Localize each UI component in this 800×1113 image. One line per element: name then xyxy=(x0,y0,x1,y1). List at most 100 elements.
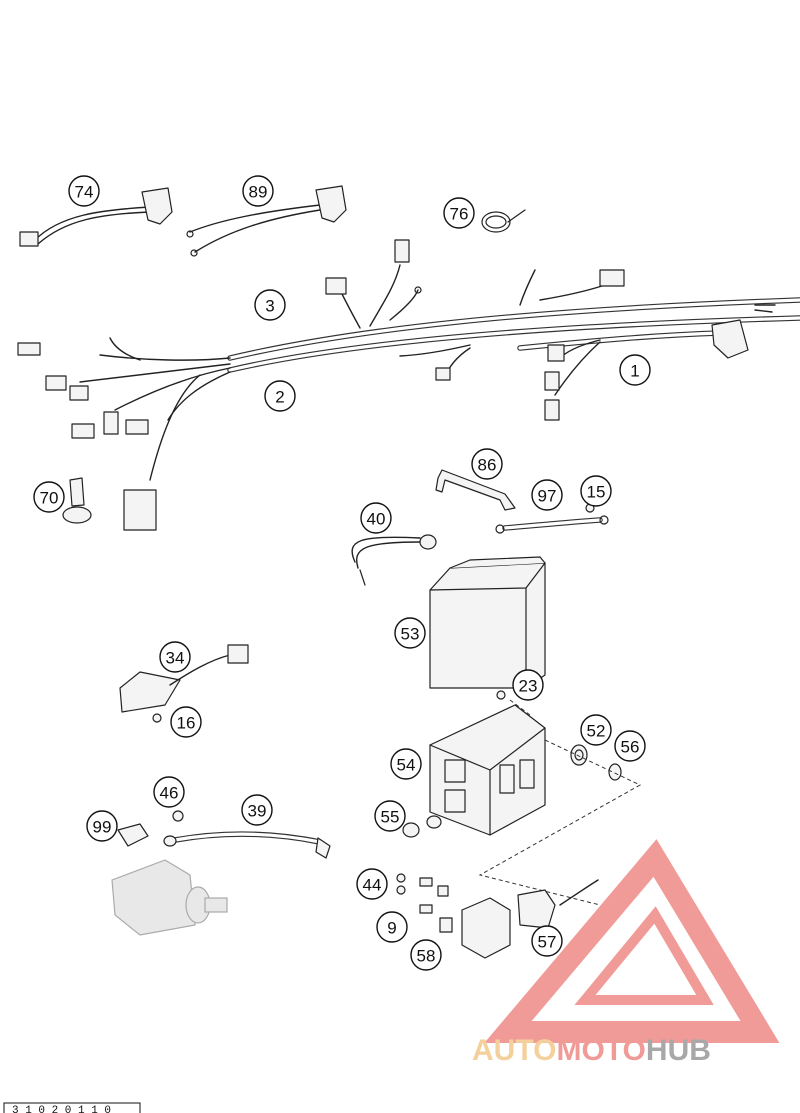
callout-label: 54 xyxy=(397,756,416,775)
callout-label: 15 xyxy=(587,483,606,502)
screws-44 xyxy=(396,873,406,895)
callout-circle xyxy=(580,714,612,746)
callout-label: 46 xyxy=(160,784,179,803)
callout-44: 44 xyxy=(356,868,388,900)
callout-89: 89 xyxy=(242,175,274,207)
callout-label: 2 xyxy=(275,388,284,407)
battery-bracket-86 xyxy=(435,469,516,511)
callout-label: 58 xyxy=(417,947,436,966)
switch-cable-89 xyxy=(186,185,347,257)
callout-circle xyxy=(512,669,544,701)
battery-53 xyxy=(429,556,546,689)
callout-74: 74 xyxy=(68,175,100,207)
callout-97: 97 xyxy=(531,479,563,511)
callout-circle xyxy=(264,380,296,412)
callout-circle xyxy=(356,868,388,900)
callout-76: 76 xyxy=(443,197,475,229)
callout-label: 53 xyxy=(401,625,420,644)
callout-circle xyxy=(33,481,65,513)
callout-label: 1 xyxy=(630,362,639,381)
sleeve-56 xyxy=(478,739,642,906)
cable-tie-76 xyxy=(481,209,526,233)
callout-40: 40 xyxy=(360,502,392,534)
watermark-triangle-icon xyxy=(484,839,780,1043)
callout-circle xyxy=(614,730,646,762)
rubber-grommet-52 xyxy=(570,744,588,766)
callout-label: 9 xyxy=(387,919,396,938)
callout-circle xyxy=(580,475,612,507)
callout-circle xyxy=(531,925,563,957)
callout-label: 39 xyxy=(248,802,267,821)
voltage-regulator-34 xyxy=(119,644,249,713)
callout-label: 89 xyxy=(249,183,268,202)
callout-label: 40 xyxy=(367,510,386,529)
callout-circle xyxy=(242,175,274,207)
watermark-word-hub: HUB xyxy=(646,1034,711,1067)
callout-circle xyxy=(471,448,503,480)
callout-99: 99 xyxy=(86,810,118,842)
callout-label: 74 xyxy=(75,183,94,202)
callout-70: 70 xyxy=(33,481,65,513)
starter-cable-39 xyxy=(163,831,331,859)
callout-circle xyxy=(410,939,442,971)
watermark-inner-icon xyxy=(574,906,714,1005)
callout-circle xyxy=(241,794,273,826)
screw-16 xyxy=(152,713,162,723)
svg-text:AUTOMOTOHUB: AUTOMOTOHUB xyxy=(472,1034,711,1067)
callout-label: 86 xyxy=(478,456,497,475)
callout-circle xyxy=(374,800,406,832)
callout-9: 9 xyxy=(376,911,408,943)
callout-circle xyxy=(619,354,651,386)
switch-cable-74 xyxy=(19,187,173,247)
fuses-9 xyxy=(419,877,449,914)
callout-circle xyxy=(376,911,408,943)
main-wiring-harness xyxy=(17,239,800,531)
watermark-logo: AUTOMOTOHUB xyxy=(472,839,780,1067)
callout-52: 52 xyxy=(580,714,612,746)
callout-circle xyxy=(394,617,426,649)
callout-39: 39 xyxy=(241,794,273,826)
callout-86: 86 xyxy=(471,448,503,480)
callout-circle xyxy=(86,810,118,842)
callout-label: 44 xyxy=(363,876,382,895)
battery-box-54 xyxy=(429,704,546,836)
callout-label: 97 xyxy=(538,487,557,506)
callout-55: 55 xyxy=(374,800,406,832)
watermark-word-auto: AUTO xyxy=(472,1034,556,1067)
callout-16: 16 xyxy=(170,706,202,738)
callout-circle xyxy=(360,502,392,534)
callout-54: 54 xyxy=(390,748,422,780)
callout-circle xyxy=(68,175,100,207)
callout-circle xyxy=(390,748,422,780)
switch-70 xyxy=(62,477,92,524)
nut-46 xyxy=(172,810,184,822)
callout-label: 57 xyxy=(538,933,557,952)
callout-circle xyxy=(159,641,191,673)
callout-3: 3 xyxy=(254,289,286,321)
holder-57 xyxy=(517,879,599,929)
callout-circle xyxy=(170,706,202,738)
callout-label: 56 xyxy=(621,738,640,757)
callout-label: 55 xyxy=(381,808,400,827)
battery-cable-40 xyxy=(351,534,437,586)
callout-label: 52 xyxy=(587,722,606,741)
footer-code-text: 3 1 0 2 0 1 1 0 xyxy=(12,1105,111,1113)
starter-motor xyxy=(111,859,228,936)
callout-label: 34 xyxy=(166,649,185,668)
watermark-word-moto: MOTO xyxy=(556,1034,645,1067)
callout-circle xyxy=(153,776,185,808)
relay-58 xyxy=(439,897,511,959)
callout-label: 3 xyxy=(265,297,274,316)
callout-label: 99 xyxy=(93,818,112,837)
callout-15: 15 xyxy=(580,475,612,507)
callout-circle xyxy=(254,289,286,321)
callout-1: 1 xyxy=(619,354,651,386)
callout-label: 16 xyxy=(177,714,196,733)
callout-46: 46 xyxy=(153,776,185,808)
footer-code: 3 1 0 2 0 1 1 0 xyxy=(3,1102,141,1113)
callout-56: 56 xyxy=(614,730,646,762)
ground-cable-97 xyxy=(495,515,609,534)
callout-57: 57 xyxy=(531,925,563,957)
